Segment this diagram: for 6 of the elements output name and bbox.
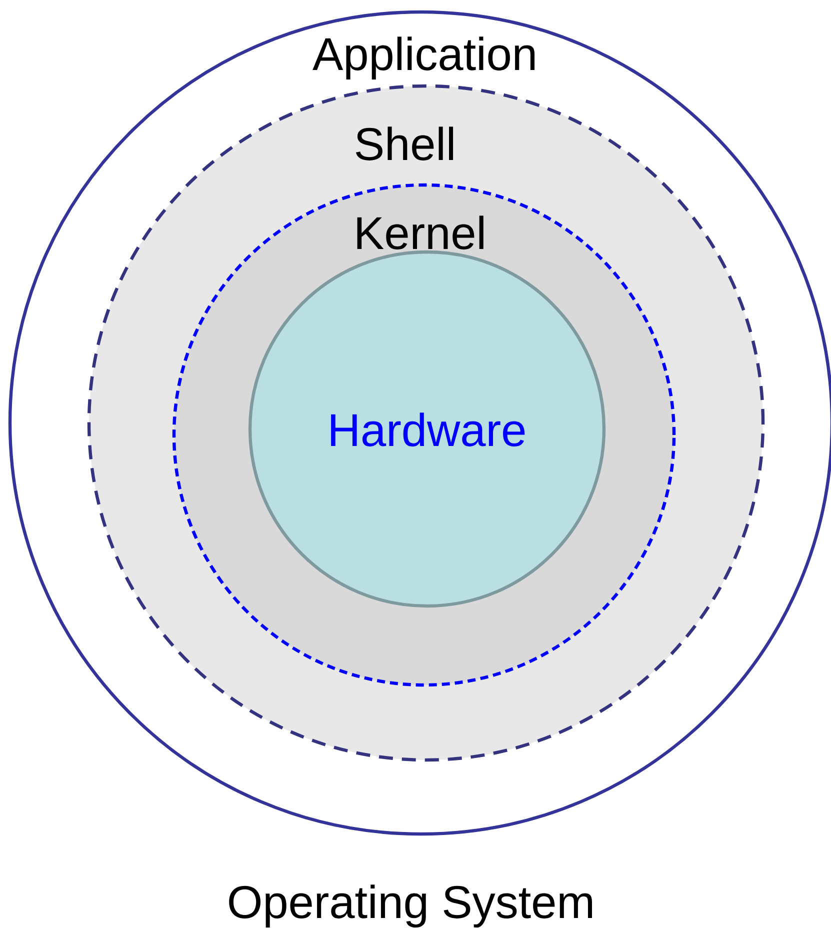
- layer-label: Application: [312, 36, 534, 80]
- layer-label: Kernel: [357, 216, 484, 250]
- caption-label: Operating System: [229, 884, 592, 928]
- layer-circle: [248, 250, 606, 608]
- layer-label: Shell: [356, 126, 454, 160]
- layer-label: Hardware: [331, 412, 525, 446]
